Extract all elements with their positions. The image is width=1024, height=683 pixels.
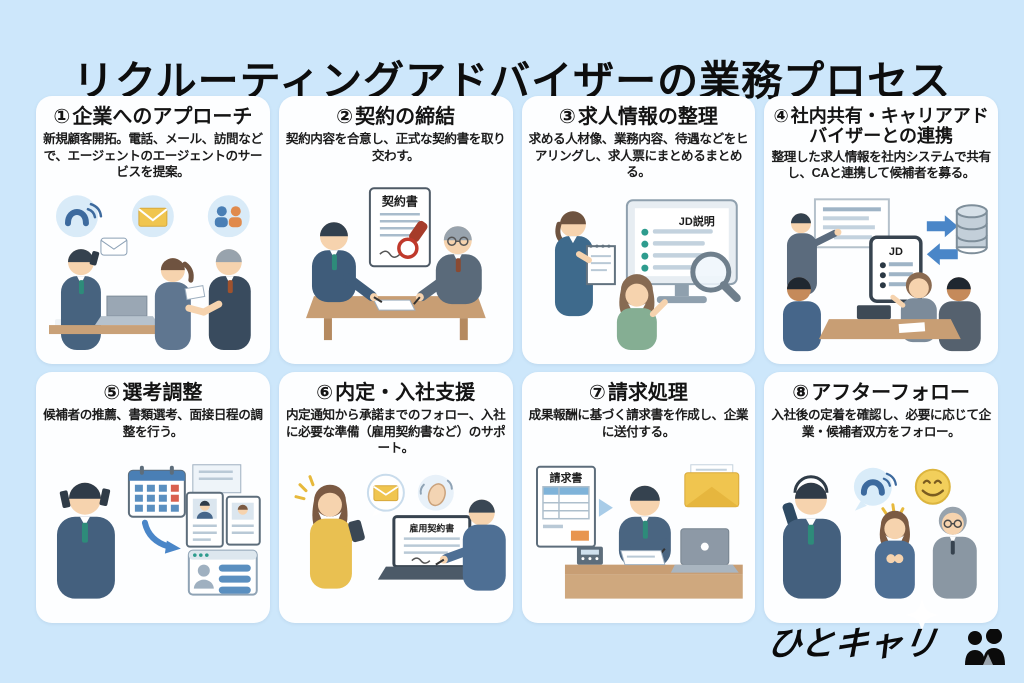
stamp-handle-icon [408,220,428,242]
card-description-1: 新規顧客開拓。電話、メール、訪問などで、エージェントのエージェントのサービスを提… [43,132,263,179]
brand-logo-text: ひとキャリ [764,625,940,663]
card-heading-text-5: 選考調整 [122,382,203,404]
waving-hand-icon [417,474,454,511]
laptop-icon [48,295,161,334]
advisor-on-phone [782,474,842,599]
step-number-5: ⑤ [103,382,121,404]
illustration-job-info: JD説明 [529,182,749,360]
seated-client-woman [616,273,668,350]
invoice-document-icon: 請求書 [535,465,596,548]
advisor-signing-man [435,499,506,591]
step-number-2: ② [336,106,354,128]
step-number-3: ③ [558,106,576,128]
contract-doc-label: 契約書 [381,193,418,208]
mail-bubble-icon [131,194,174,237]
card-description-4: 整理した求人情報を社内システムで共有し、CAと連携して候補者を募る。 [771,150,992,181]
sparkle-lines-icon [294,474,315,500]
man-signing-right [412,225,482,305]
arrow-icon [141,519,181,554]
card-heading-text-8: アフターフォロー [811,382,970,404]
laptop-contract-icon: 雇用契約書 [377,514,488,580]
magnifier-icon [689,251,741,302]
calculator-icon [576,546,603,565]
illustration-approach [43,182,263,360]
jd-tablet-label: JD [889,246,903,258]
database-icon [956,203,989,254]
illustration-contract: 契約書 [286,166,506,360]
man-signing-left [311,221,383,303]
invoice-label: 請求書 [549,470,582,484]
step-number-6: ⑥ [316,382,334,404]
desk-items [564,527,743,599]
illustration-internal-sharing: JD [771,184,991,360]
step-number-4: ④ [773,106,789,126]
stamp-mark-icon [396,237,419,259]
card-heading-text-4: 社内共有・キャリアアドバイザーとの連携 [790,106,989,147]
mail-bubble-icon [366,473,405,517]
flow-arrow-icon [598,498,613,517]
brand-logo: ひとキャリ [764,597,1008,675]
resume-cards-icon [185,463,261,548]
illustration-invoicing: 請求書 [529,442,749,619]
sparkle-icon [904,597,940,633]
woman-with-card [154,257,206,350]
card-description-5: 候補者の推薦、書類選考、面接日程の調整を行う。 [43,408,263,439]
table-icon [305,295,486,340]
illustration-selection-scheduling [43,442,263,619]
sync-arrows-icon [927,214,959,265]
jd-screen-label: JD説明 [678,214,714,228]
card-heading-text-1: 企業へのアプローチ [72,106,253,128]
step-number-8: ⑧ [792,382,810,404]
grateful-woman [875,510,916,599]
card-heading-text-2: 契約の締結 [355,106,456,128]
smiley-icon [915,468,952,505]
contract-document-icon: 契約書 [368,186,431,267]
card-heading-text-7: 請求処理 [607,382,688,404]
employment-contract-label: 雇用契約書 [409,522,454,533]
card-heading-text-3: 求人情報の整理 [577,106,718,128]
people-icon [965,629,1005,665]
candidate-woman-phone [309,484,365,589]
card-description-2: 契約内容を合意し、正式な契約書を取り交わす。 [285,132,506,163]
card-description-7: 成果報酬に基づく請求書を作成し、企業に送付する。 [528,408,749,439]
illustration-after-follow [771,442,991,619]
card-description-8: 入社後の定着を確認し、必要に応じて企業・候補者双方をフォロー。 [771,408,991,439]
step-number-1: ① [53,106,71,128]
advisor-with-notepad [554,210,616,316]
meeting-bubble-icon [207,194,250,237]
sent-envelope-icon [683,463,739,507]
man-on-two-phones [56,482,115,599]
man-handshake [185,248,251,350]
card-heading-text-6: 内定・入社支援 [335,382,476,404]
calendar-icon [127,465,186,518]
step-number-7: ⑦ [588,382,606,404]
card-description-3: 求める人材像、業務内容、待遇などをヒアリングし、求人票にまとめるまとめる。 [528,132,749,179]
monitor-icon: JD説明 [625,198,738,303]
card-description-6: 内定通知から承諾までのフォロー、入社に必要な準備（雇用契約書など）のサポート。 [285,408,506,455]
meeting-table-group [783,271,982,351]
profile-window-icon [187,549,258,596]
illustration-onboarding-support: 雇用契約書 [286,458,506,619]
phone-bubble-icon [854,467,898,511]
senior-man [933,506,978,599]
phone-bubble-icon [55,194,103,237]
